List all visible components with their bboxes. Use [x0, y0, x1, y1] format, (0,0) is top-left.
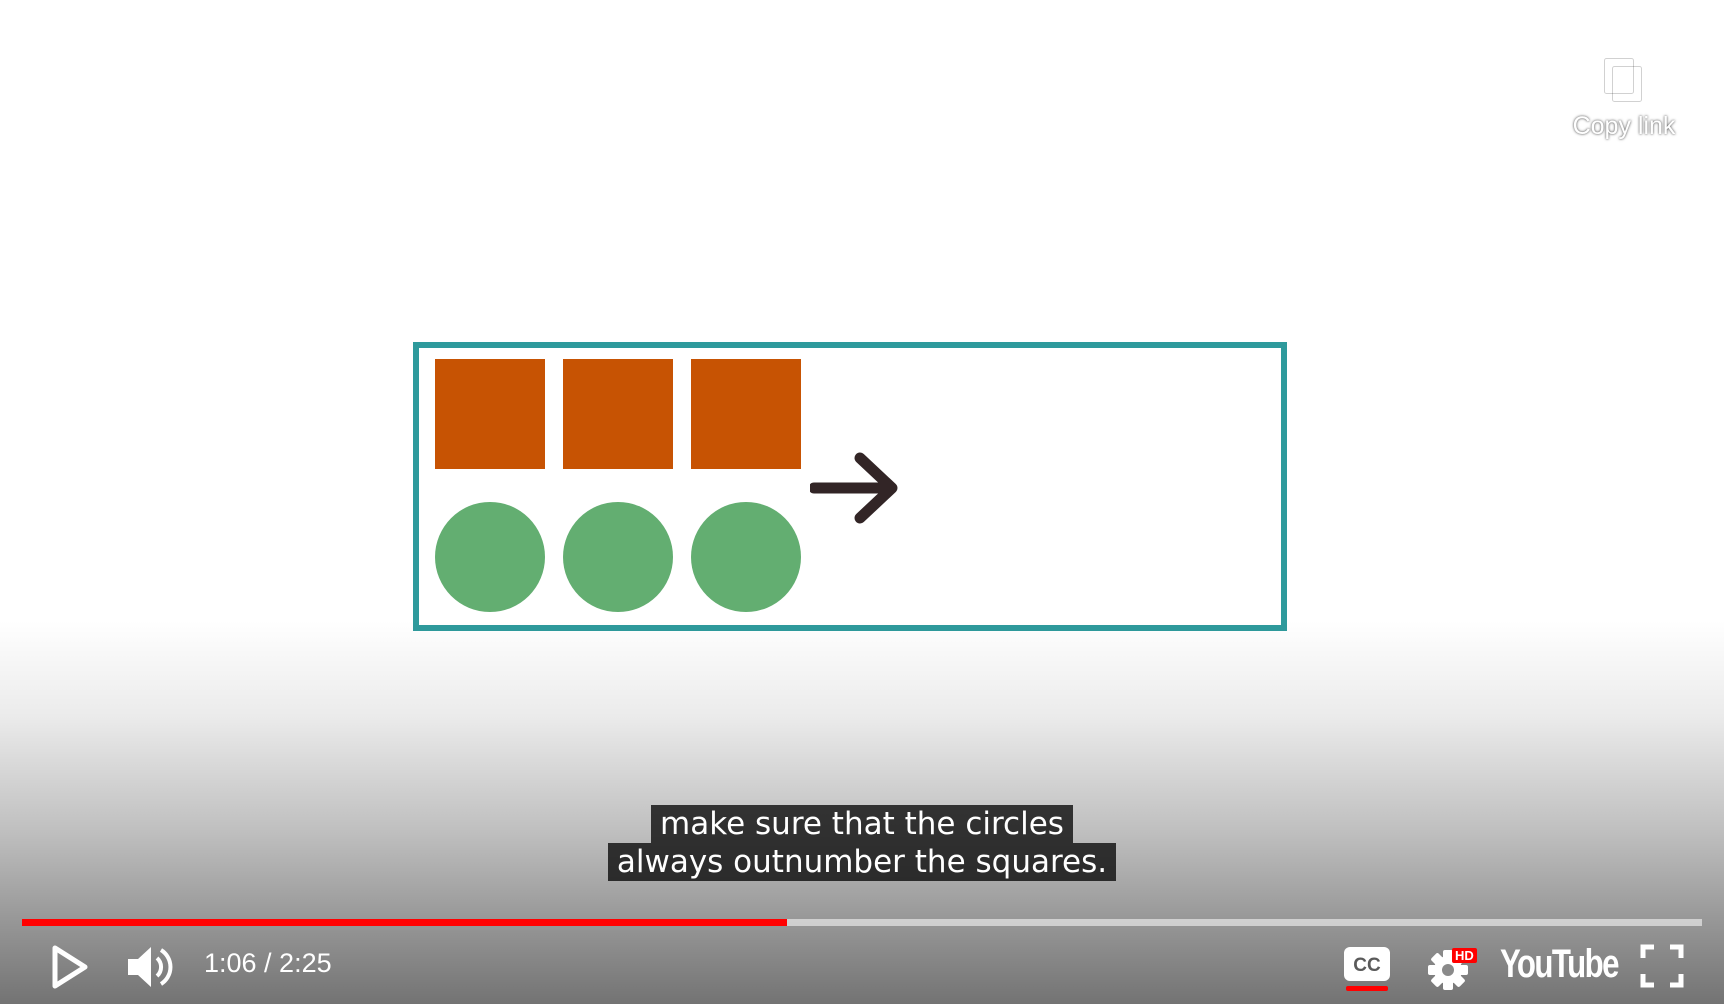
subtitles-button[interactable]: CC	[1342, 944, 1394, 992]
youtube-logo[interactable]: YouTube	[1500, 942, 1619, 986]
orange-square-3	[691, 359, 801, 469]
volume-icon	[128, 947, 173, 987]
play-icon	[52, 945, 88, 989]
fullscreen-button[interactable]	[1640, 944, 1684, 988]
progress-bar[interactable]	[22, 919, 1702, 926]
green-circle-1	[435, 502, 545, 612]
time-display: 1:06 / 2:25	[204, 948, 332, 978]
caption-line-1: make sure that the circles	[651, 805, 1073, 843]
fullscreen-icon	[1640, 944, 1684, 988]
volume-button[interactable]	[122, 940, 178, 994]
hd-badge: HD	[1452, 948, 1477, 963]
arrow-right-icon	[810, 452, 898, 524]
captions-window: make sure that the circles always outnum…	[0, 805, 1724, 881]
copy-icon	[1604, 58, 1642, 102]
caption-line-2: always outnumber the squares.	[607, 843, 1117, 881]
svg-text:CC: CC	[1353, 955, 1381, 976]
green-circle-3	[691, 502, 801, 612]
copy-link-label: Copy link	[1572, 112, 1676, 140]
orange-square-2	[563, 359, 673, 469]
green-circle-2	[563, 502, 673, 612]
progress-played	[22, 919, 787, 926]
copy-link-button[interactable]: Copy link	[1562, 56, 1686, 156]
closed-captions-icon: CC	[1344, 947, 1390, 991]
settings-button[interactable]: HD	[1424, 940, 1484, 996]
play-button[interactable]	[40, 940, 96, 994]
orange-square-1	[435, 359, 545, 469]
